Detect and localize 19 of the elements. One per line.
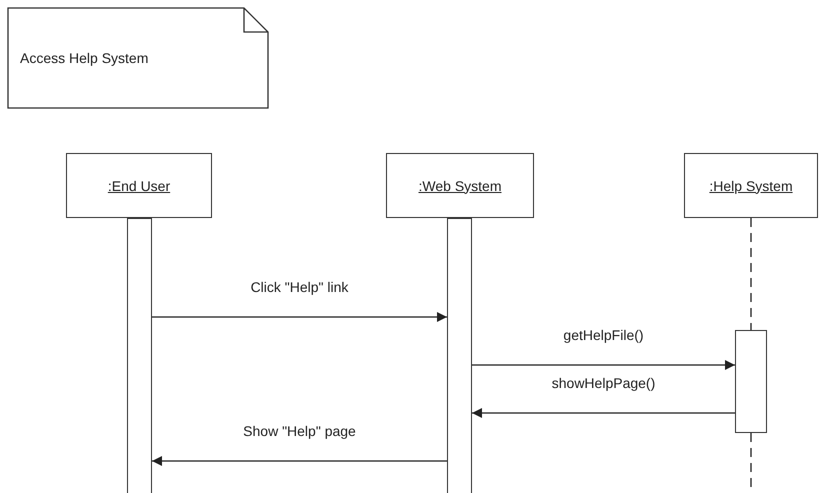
lifeline — [750, 218, 752, 330]
message-arrow — [152, 312, 447, 322]
activation-bar — [127, 218, 152, 493]
object-name: :Web System — [418, 178, 502, 194]
message-label: getHelpFile() — [561, 327, 646, 343]
lifeline-head-box — [684, 153, 818, 218]
message-arrow — [152, 456, 447, 466]
message-arrow — [472, 408, 735, 418]
note-shape — [7, 7, 269, 109]
object-name: :Help System — [709, 178, 793, 194]
note-text: Access Help System — [20, 50, 148, 66]
message-label: showHelpPage() — [550, 375, 658, 391]
activation-bar — [447, 218, 472, 493]
message-label: Click "Help" link — [248, 279, 350, 295]
activation-bar — [735, 330, 767, 433]
lifeline-head-box — [66, 153, 212, 218]
lifeline-head-box — [386, 153, 534, 218]
message-label: Show "Help" page — [241, 423, 358, 439]
object-name: :End User — [108, 178, 170, 194]
